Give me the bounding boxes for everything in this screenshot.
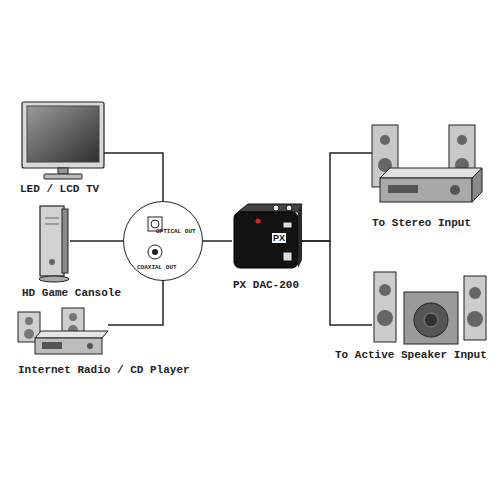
stereo-illustration-part [380,168,482,178]
dac-illustration-part [283,222,292,228]
device-label: HD Game Cansole [22,287,121,300]
stereo-illustration-part [472,168,482,202]
tv-illustration-part [58,168,68,174]
radio-illustration-part [35,331,108,338]
device-box: To Stereo Input [372,125,475,205]
device-box: LED / LCD TV [22,102,104,180]
speaker-illustration-part [424,313,438,327]
device-box: Internet Radio / CD Player [18,308,108,358]
signal-wire [104,153,163,201]
tv-illustration-part [27,106,99,162]
console-illustration [39,206,69,282]
port-circle: OPTICAL OUT COAXIAL OUT [123,201,203,281]
svg-definition [70,153,372,325]
device-box: To Active Speaker Input [372,270,487,345]
radio-illustration-part [87,343,93,349]
brand-logo: PX [272,233,286,243]
speaker-illustration-part [379,284,391,296]
signal-wire [70,240,123,242]
device-label: PX DAC-200 [233,279,299,292]
port-label: OPTICAL OUT [156,228,196,235]
dac-illustration-part [298,204,302,268]
radio-illustration-part [42,342,62,349]
port-icons-part [152,249,158,255]
stereo-illustration-part [380,178,472,202]
console-illustration-part [40,206,64,276]
dac-box: PX DAC-200 [232,208,300,274]
device-label: LED / LCD TV [20,183,99,196]
console-illustration-part [49,259,55,265]
speaker-illustration-part [404,292,458,344]
device-label: Internet Radio / CD Player [18,364,190,377]
port-icons-part [148,245,162,259]
stereo-illustration-part [457,135,467,145]
dac-illustration-part [283,252,292,261]
tv-illustration [22,102,104,179]
signal-wire [203,240,232,242]
radio-illustration-part [35,338,102,354]
console-illustration-part [45,224,59,225]
port-icons [148,217,162,259]
console-illustration-part [62,209,68,273]
dac-illustration-part [286,205,292,211]
port-label: COAXIAL OUT [137,264,177,271]
radio-illustration-part [25,317,33,325]
speaker-illustration-part [377,310,393,326]
device-label: To Active Speaker Input [335,349,487,362]
stereo-illustration-part [450,185,460,195]
dac-illustration-part [256,219,261,224]
stereo-illustration [372,125,482,202]
speaker-illustration [374,272,486,344]
port-icons-part [151,220,159,228]
dac-illustration-part [238,204,302,212]
stereo-illustration-part [388,185,418,193]
stereo-illustration-part [380,135,390,145]
radio-illustration [18,308,108,354]
speaker-illustration-part [374,272,396,342]
dac-illustration-part [273,205,279,211]
device-box: HD Game Cansole [38,205,70,283]
radio-illustration-part [24,329,34,339]
radio-illustration-part [69,313,77,321]
dac-illustration-part [234,212,298,268]
device-label: To Stereo Input [372,217,471,230]
speaker-illustration-part [414,303,448,337]
tv-illustration-part [22,102,104,168]
speaker-illustration-part [467,311,483,327]
console-illustration-part [39,276,69,282]
speaker-illustration-part [464,276,486,340]
signal-wire [300,241,372,325]
tv-illustration-part [44,174,82,179]
dac-illustration [234,204,302,268]
speaker-illustration-part [469,287,481,299]
console-illustration-part [45,218,59,219]
signal-wire [300,153,372,241]
